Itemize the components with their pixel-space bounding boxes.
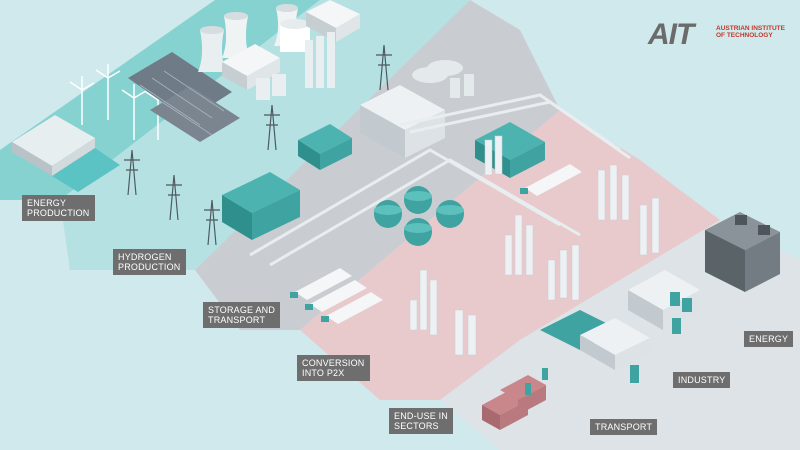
label-end-use-in-sectors: END-USE IN SECTORS: [389, 408, 454, 434]
label-sector-energy: ENERGY: [744, 331, 794, 347]
label-storage-and-transport: STORAGE AND TRANSPORT: [203, 302, 281, 328]
hydrogen-station-icon: [540, 310, 650, 383]
power-pylon-icon: [124, 44, 392, 246]
energy-building-icon: [705, 212, 780, 292]
industry-building-icon: [628, 270, 700, 334]
spherical-tank-icon: [374, 186, 464, 246]
delivery-truck-icon: [482, 368, 548, 430]
label-conversion-into-p2x: CONVERSION INTO P2X: [297, 355, 370, 381]
solar-panel-icon: [128, 52, 240, 142]
band-hydrogen-production: [60, 0, 470, 270]
logo-institute-name: AUSTRIAN INSTITUTE OF TECHNOLOGY: [716, 25, 785, 39]
reactor-column-icon: [409, 135, 660, 356]
gas-tank-icon: [412, 60, 474, 98]
label-sector-transport: TRANSPORT: [590, 419, 658, 435]
tanker-truck-icon: [290, 164, 582, 324]
storage-tank-icon: [256, 32, 335, 100]
dam-icon: [12, 115, 120, 192]
label-sector-industry: INDUSTRY: [673, 372, 731, 388]
label-hydrogen-production: HYDROGEN PRODUCTION: [113, 249, 186, 275]
power-plant-icon: [198, 0, 360, 90]
label-energy-production: ENERGY PRODUCTION: [22, 195, 95, 221]
logo-mark: AIT: [648, 18, 694, 51]
pipeline-icon: [249, 93, 631, 267]
electrolyser-icon: [222, 85, 545, 240]
